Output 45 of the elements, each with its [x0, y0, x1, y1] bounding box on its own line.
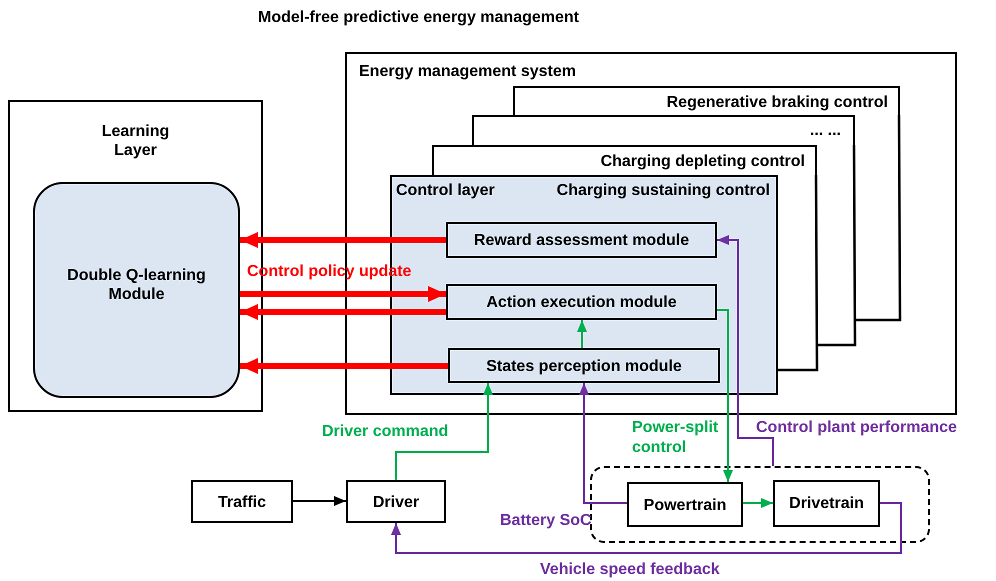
- node-label: Traffic: [216, 493, 267, 512]
- module-box: [446, 284, 717, 320]
- arrow: [577, 320, 587, 348]
- process-box: [191, 480, 293, 523]
- heading-text: Double Q-learning Module: [66, 266, 207, 304]
- heading-text: Regenerative braking control: [666, 93, 888, 112]
- edge-label: Driver command: [322, 422, 448, 442]
- edge-label: Control plant performance: [756, 418, 957, 438]
- heading-text: Learning Layer: [100, 122, 170, 160]
- heading-text: Charging depleting control: [600, 152, 805, 172]
- arrow: [743, 498, 773, 508]
- process-box: [346, 480, 446, 523]
- arrow: [579, 383, 627, 504]
- control-card: [513, 86, 900, 115]
- heading-text: ... ...: [810, 121, 841, 140]
- arrow: [395, 383, 493, 480]
- diagram-title: Model-free predictive energy management: [258, 8, 579, 28]
- node-label: States perception module: [485, 357, 683, 376]
- module-box: [448, 348, 720, 383]
- heading-text: Energy management system: [359, 62, 576, 82]
- node-label: Powertrain: [642, 496, 728, 516]
- arrow: [240, 232, 446, 248]
- arrow: [240, 286, 446, 302]
- node-label: Action execution module: [485, 293, 678, 312]
- edge-label: Battery SoC: [500, 511, 592, 531]
- dashed-group-box: [590, 466, 930, 543]
- process-box: [773, 480, 880, 527]
- arrow: [293, 496, 346, 506]
- heading-text: Control layer: [396, 181, 495, 200]
- process-box: [627, 482, 743, 527]
- heading-text: Charging sustaining control: [556, 181, 770, 200]
- node-label: Drivetrain: [788, 494, 865, 514]
- arrow: [240, 358, 448, 374]
- edge-label: Power-split control: [632, 418, 720, 458]
- control-card: [432, 145, 817, 175]
- edge-label: Vehicle speed feedback: [540, 560, 720, 580]
- control-card: [472, 115, 855, 145]
- arrow: [391, 502, 902, 554]
- arrow: [717, 235, 774, 466]
- module-box: [446, 222, 717, 258]
- module-box: [33, 182, 240, 398]
- node-label: Reward assessment module: [472, 231, 690, 250]
- node-label: Driver: [372, 493, 420, 512]
- arrow: [240, 304, 446, 320]
- arrow: [717, 309, 733, 482]
